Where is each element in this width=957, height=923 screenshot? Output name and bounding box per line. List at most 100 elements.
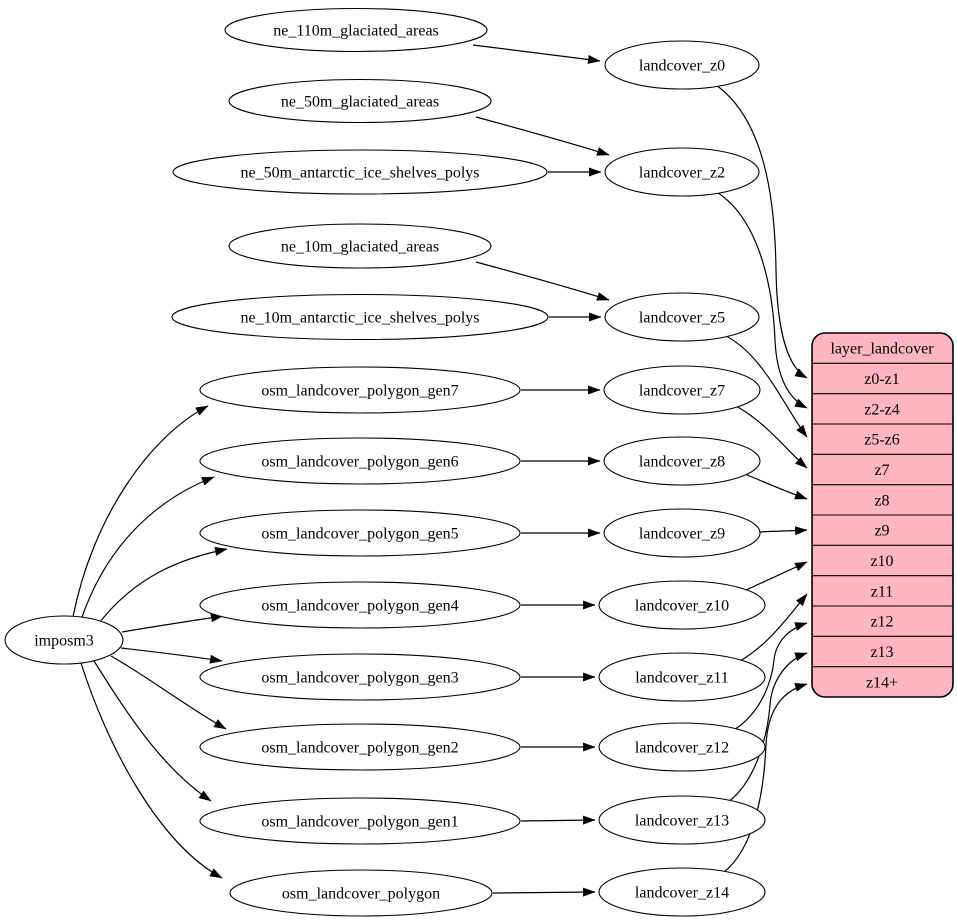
node-label: osm_landcover_polygon_gen4	[261, 598, 458, 615]
edge-osm_landcover_polygon_gen1-to-landcover_z13	[520, 815, 596, 825]
node-ellipse	[603, 436, 761, 486]
node-label: osm_landcover_polygon_gen7	[261, 383, 458, 400]
layer-row-z9: z9	[874, 523, 889, 540]
edge-landcover_z2-to-row-z2-z4	[714, 190, 808, 409]
edge-landcover_z7-to-row-z7	[735, 405, 808, 469]
node-ne_50m_antarctic_ice_shelves_polys: ne_50m_antarctic_ice_shelves_polys	[172, 149, 548, 195]
node-osm_landcover_polygon_gen2: osm_landcover_polygon_gen2	[199, 723, 521, 771]
node-label: landcover_z8	[639, 454, 725, 471]
edge-ne_110m_glaciated_areas-to-landcover_z0	[472, 44, 601, 64]
edge-landcover_z8-to-row-z8	[744, 473, 808, 500]
layer-row-z14plus: z14+	[866, 674, 898, 691]
node-ellipse	[199, 509, 521, 557]
node-ellipse	[603, 365, 761, 415]
node-ne_110m_glaciated_areas: ne_110m_glaciated_areas	[224, 7, 488, 53]
edge-imposm3-to-osm_landcover_polygon_gen1	[93, 660, 212, 802]
edge-imposm3-to-osm_landcover_polygon	[80, 662, 223, 879]
node-label: landcover_z13	[635, 813, 729, 830]
edge-imposm3-to-osm_landcover_polygon_gen3	[120, 647, 223, 664]
node-ne_10m_glaciated_areas: ne_10m_glaciated_areas	[228, 223, 492, 269]
node-ellipse	[598, 795, 766, 845]
node-label: osm_landcover_polygon_gen5	[261, 526, 458, 543]
edge-imposm3-to-osm_landcover_polygon_gen4	[121, 613, 224, 633]
edge-landcover_z9-to-row-z9	[759, 526, 808, 536]
node-label: landcover_z10	[635, 598, 729, 615]
edge-imposm3-to-osm_landcover_polygon_gen2	[110, 655, 227, 730]
edge-landcover_z0-to-row-z0-z1	[715, 84, 808, 379]
edge-landcover_z13-to-row-z13	[727, 652, 808, 803]
node-label: osm_landcover_polygon_gen1	[261, 814, 458, 831]
node-label: landcover_z0	[639, 58, 725, 75]
node-ellipse	[4, 615, 124, 665]
node-ellipse	[604, 147, 760, 197]
layer-row-z2-z4: z2-z4	[864, 401, 900, 418]
layer-row-z11: z11	[871, 583, 894, 600]
node-label: ne_10m_glaciated_areas	[281, 239, 439, 256]
node-label: ne_50m_antarctic_ice_shelves_polys	[240, 165, 479, 182]
node-label: ne_50m_glaciated_areas	[281, 94, 439, 111]
node-osm_landcover_polygon_gen4: osm_landcover_polygon_gen4	[199, 581, 521, 629]
node-ellipse	[604, 292, 760, 342]
layer-row-z12: z12	[870, 614, 893, 631]
node-label: landcover_z5	[639, 310, 725, 327]
node-landcover_z10: landcover_z10	[598, 580, 766, 630]
layer-row-z13: z13	[870, 644, 893, 661]
node-imposm3: imposm3	[4, 615, 124, 665]
node-ellipse	[199, 437, 521, 485]
layer-row-z5-z6: z5-z6	[864, 432, 900, 449]
node-label: imposm3	[34, 633, 94, 650]
node-osm_landcover_polygon: osm_landcover_polygon	[229, 869, 493, 917]
node-ne_10m_antarctic_ice_shelves_polys: ne_10m_antarctic_ice_shelves_polys	[171, 293, 549, 341]
edge-imposm3-to-osm_landcover_polygon_gen6	[80, 476, 215, 621]
node-landcover_z14: landcover_z14	[598, 867, 766, 917]
node-label: landcover_z7	[639, 383, 725, 400]
node-ellipse	[199, 723, 521, 771]
node-landcover_z0: landcover_z0	[604, 40, 760, 90]
node-ellipse	[171, 293, 549, 341]
layer-row-z0-z1: z0-z1	[864, 371, 900, 388]
node-ellipse	[199, 581, 521, 629]
layer-landcover-table: layer_landcover z0-z1 z2-z4 z5-z6 z7 z8 …	[811, 332, 954, 698]
layer-row-z10: z10	[870, 553, 893, 570]
node-landcover_z5: landcover_z5	[604, 292, 760, 342]
node-label: osm_landcover_polygon_gen3	[261, 670, 458, 687]
node-label: landcover_z11	[635, 670, 729, 687]
node-ellipse	[228, 78, 492, 124]
edge-imposm3-to-osm_landcover_polygon_gen7	[72, 405, 209, 618]
node-label: osm_landcover_polygon_gen6	[261, 454, 458, 471]
node-landcover_z12: landcover_z12	[598, 722, 766, 772]
node-ellipse	[598, 652, 766, 702]
node-ellipse	[224, 7, 488, 53]
node-landcover_z11: landcover_z11	[598, 652, 766, 702]
edge-landcover_z12-to-row-z12	[733, 622, 808, 731]
node-ellipse	[228, 223, 492, 269]
edge-ne_50m_glaciated_areas-to-landcover_z2	[475, 116, 610, 156]
node-label: landcover_z12	[635, 740, 729, 757]
node-ellipse	[199, 366, 521, 414]
node-landcover_z9: landcover_z9	[603, 508, 761, 558]
node-landcover_z2: landcover_z2	[604, 147, 760, 197]
node-ellipse	[199, 653, 521, 701]
node-label: ne_10m_antarctic_ice_shelves_polys	[240, 310, 479, 327]
edge-ne_10m_glaciated_areas-to-landcover_z5	[475, 261, 610, 301]
edge-landcover_z10-to-row-z10	[745, 561, 808, 591]
node-landcover_z8: landcover_z8	[603, 436, 761, 486]
node-label: osm_landcover_polygon_gen2	[261, 740, 458, 757]
edge-landcover_z5-to-row-z5-z6	[721, 333, 808, 438]
node-ellipse	[598, 722, 766, 772]
layer-table-title: layer_landcover	[830, 341, 934, 358]
edge-landcover_z11-to-row-z11	[739, 593, 808, 662]
layer-row-z8: z8	[874, 492, 889, 509]
node-label: landcover_z9	[639, 526, 725, 543]
node-osm_landcover_polygon_gen6: osm_landcover_polygon_gen6	[199, 437, 521, 485]
node-ellipse	[229, 869, 493, 917]
node-label: osm_landcover_polygon	[282, 886, 440, 903]
edge-imposm3-to-osm_landcover_polygon_gen5	[95, 546, 228, 628]
node-label: ne_110m_glaciated_areas	[273, 23, 439, 40]
layer-row-z7: z7	[874, 462, 889, 479]
node-label: landcover_z2	[639, 165, 725, 182]
node-ellipse	[604, 40, 760, 90]
edge-landcover_z14-to-row-z14	[722, 682, 808, 874]
node-ellipse	[598, 580, 766, 630]
